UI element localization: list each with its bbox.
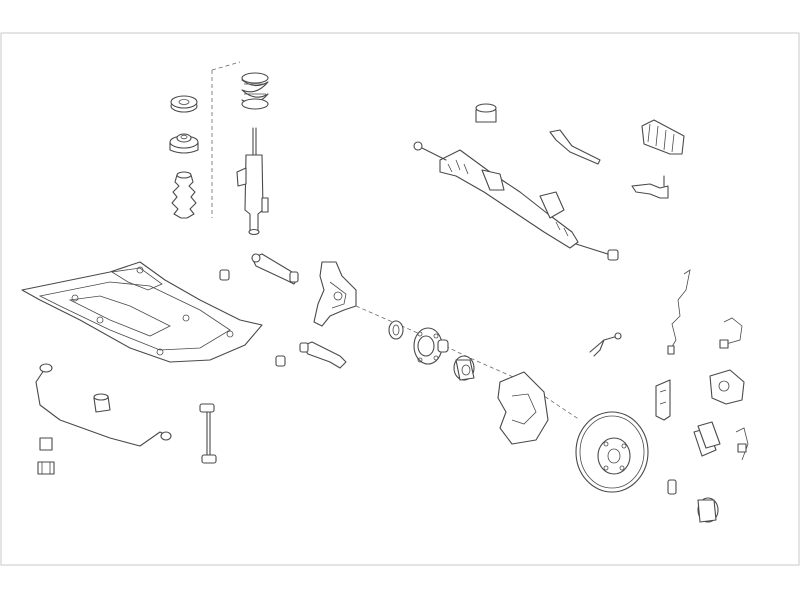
abs-sensor-long <box>667 269 691 355</box>
strut-dash-line <box>211 61 241 218</box>
strut-mount-top <box>170 95 198 113</box>
subframe-bush-upper <box>219 269 230 281</box>
tie-rod-end <box>631 175 669 199</box>
coil-spring <box>241 72 269 110</box>
brake-clip-set <box>735 427 749 461</box>
steering-boot <box>641 119 685 155</box>
lower-control-arm <box>299 341 347 369</box>
front-subframe <box>21 261 263 363</box>
strut-mount-bearing <box>169 133 199 154</box>
stabilizer-link <box>199 403 217 464</box>
caliper-piston-seal <box>697 497 719 523</box>
axial-tie-rod <box>549 129 601 165</box>
brake-disc <box>575 411 649 493</box>
brake-caliper-carrier <box>655 379 671 421</box>
stabilizer-bush-small-2 <box>37 461 55 475</box>
steering-rack <box>439 149 579 249</box>
u-bolt-bracket <box>589 332 622 357</box>
inner-tie-rod-left <box>413 141 447 161</box>
stabilizer-bush <box>93 393 111 413</box>
bearing-ring <box>388 320 404 340</box>
subframe-bush-lower <box>275 355 286 367</box>
steering-knuckle <box>313 261 357 327</box>
diagram-border <box>0 32 800 566</box>
abs-sensor-short <box>719 317 743 349</box>
brake-pad-set <box>693 421 721 457</box>
wheel-bearing <box>453 355 475 381</box>
stabilizer-bush-small-1 <box>39 437 53 451</box>
shock-absorber <box>236 127 269 236</box>
brake-caliper <box>709 369 745 405</box>
splash-shield <box>497 371 549 445</box>
inner-tie-rod-right <box>575 243 619 261</box>
bump-stop-boot <box>171 171 197 219</box>
wheel-hub <box>413 327 449 365</box>
rack-mount-bush <box>475 103 497 123</box>
caliper-bolt <box>667 479 677 495</box>
upper-control-arm <box>251 253 299 285</box>
